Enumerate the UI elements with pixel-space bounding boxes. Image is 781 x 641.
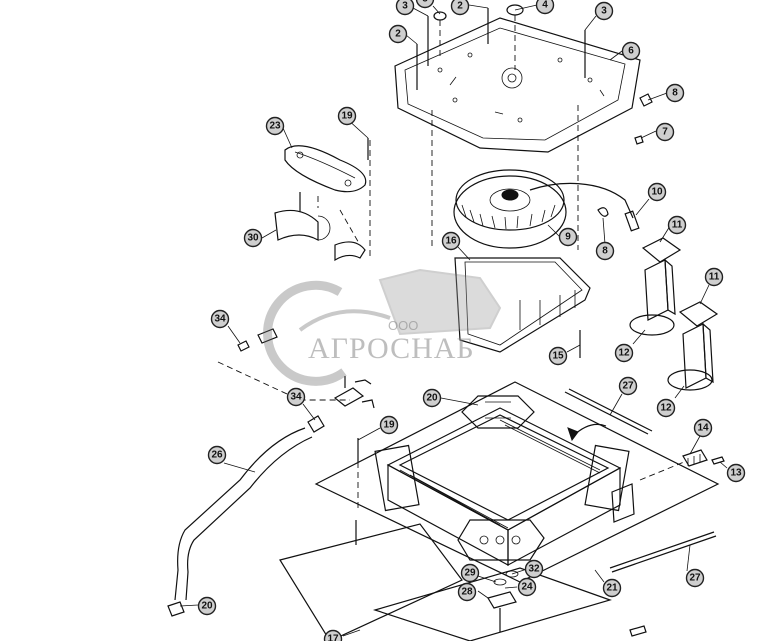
callout-5: 5 xyxy=(415,0,435,9)
callout-4: 4 xyxy=(535,0,555,15)
svg-text:34: 34 xyxy=(214,314,226,325)
callout-30: 30 xyxy=(243,228,263,248)
callout-12a: 12 xyxy=(614,343,634,363)
callout-27b: 27 xyxy=(685,568,705,588)
svg-text:2: 2 xyxy=(457,1,463,12)
callout-14: 14 xyxy=(693,418,713,438)
callout-19a: 19 xyxy=(337,106,357,126)
svg-text:19: 19 xyxy=(341,111,353,122)
callout-17: 17 xyxy=(323,629,343,641)
gasket-sheet xyxy=(314,381,720,583)
svg-text:3: 3 xyxy=(601,6,607,17)
svg-text:3: 3 xyxy=(402,1,408,12)
svg-text:2: 2 xyxy=(395,29,401,40)
callout-6: 6 xyxy=(621,41,641,61)
actuator-bracket xyxy=(274,145,367,242)
callout-13: 13 xyxy=(726,463,746,483)
svg-text:16: 16 xyxy=(445,236,457,247)
callout-8a: 8 xyxy=(665,83,685,103)
svg-text:28: 28 xyxy=(461,587,473,598)
callout-28: 28 xyxy=(457,582,477,602)
svg-text:9: 9 xyxy=(565,232,571,243)
svg-text:26: 26 xyxy=(211,450,223,461)
svg-text:4: 4 xyxy=(542,0,548,11)
callout-16: 16 xyxy=(441,231,461,251)
callout-10: 10 xyxy=(647,182,667,202)
callout-19b: 19 xyxy=(379,415,399,435)
watermark-logo xyxy=(263,268,502,386)
callout-27a: 27 xyxy=(618,376,638,396)
svg-text:17: 17 xyxy=(327,634,339,641)
blower-fan xyxy=(453,169,640,249)
callout-34a: 34 xyxy=(210,309,230,329)
svg-text:7: 7 xyxy=(662,127,668,138)
blower-base xyxy=(454,257,591,353)
svg-text:6: 6 xyxy=(628,46,634,57)
outlet-duct-lower xyxy=(667,301,719,391)
svg-text:10: 10 xyxy=(651,187,663,198)
svg-text:11: 11 xyxy=(709,272,720,283)
callout-26: 26 xyxy=(207,445,227,465)
callout-9: 9 xyxy=(558,227,578,247)
callout-20a: 20 xyxy=(422,388,442,408)
svg-text:15: 15 xyxy=(552,351,564,362)
svg-text:8: 8 xyxy=(602,246,608,257)
callout-12b: 12 xyxy=(656,398,676,418)
heater-core-frame xyxy=(374,395,635,567)
heater-hose xyxy=(174,427,306,601)
svg-text:14: 14 xyxy=(697,423,709,434)
svg-text:27: 27 xyxy=(622,381,634,392)
svg-text:27: 27 xyxy=(689,573,701,584)
callout-32: 32 xyxy=(524,559,544,579)
svg-text:19: 19 xyxy=(383,420,395,431)
svg-text:11: 11 xyxy=(672,220,683,231)
lower-sheet xyxy=(279,523,612,641)
leader-lines xyxy=(179,4,728,637)
callout-20b: 20 xyxy=(197,596,217,616)
svg-text:24: 24 xyxy=(521,582,533,593)
svg-text:30: 30 xyxy=(247,233,259,244)
callout-34b: 34 xyxy=(286,387,306,407)
callout-2a: 2 xyxy=(450,0,470,16)
svg-text:32: 32 xyxy=(528,564,540,575)
svg-text:20: 20 xyxy=(201,601,213,612)
callout-8b: 8 xyxy=(595,241,615,261)
callout-21: 21 xyxy=(602,578,622,598)
svg-text:5: 5 xyxy=(422,0,428,5)
callout-2b: 2 xyxy=(388,24,408,44)
svg-text:29: 29 xyxy=(464,568,476,579)
callout-23: 23 xyxy=(265,116,285,136)
svg-text:13: 13 xyxy=(730,468,742,479)
svg-text:23: 23 xyxy=(269,121,281,132)
callout-29: 29 xyxy=(460,563,480,583)
callout-24: 24 xyxy=(517,577,537,597)
svg-text:12: 12 xyxy=(618,348,630,359)
callout-15: 15 xyxy=(548,346,568,366)
svg-text:8: 8 xyxy=(672,88,678,99)
svg-text:34: 34 xyxy=(290,392,302,403)
callout-11a: 11 xyxy=(667,215,687,235)
callout-11b: 11 xyxy=(704,267,724,287)
outlet-duct-upper xyxy=(629,237,682,336)
svg-text:20: 20 xyxy=(426,393,438,404)
mounting-plate xyxy=(394,17,641,153)
svg-text:21: 21 xyxy=(606,583,618,594)
callout-7: 7 xyxy=(655,122,675,142)
svg-text:12: 12 xyxy=(660,403,672,414)
callout-3b: 3 xyxy=(594,1,614,21)
callout-3a: 3 xyxy=(395,0,415,16)
top-fasteners xyxy=(416,4,586,90)
